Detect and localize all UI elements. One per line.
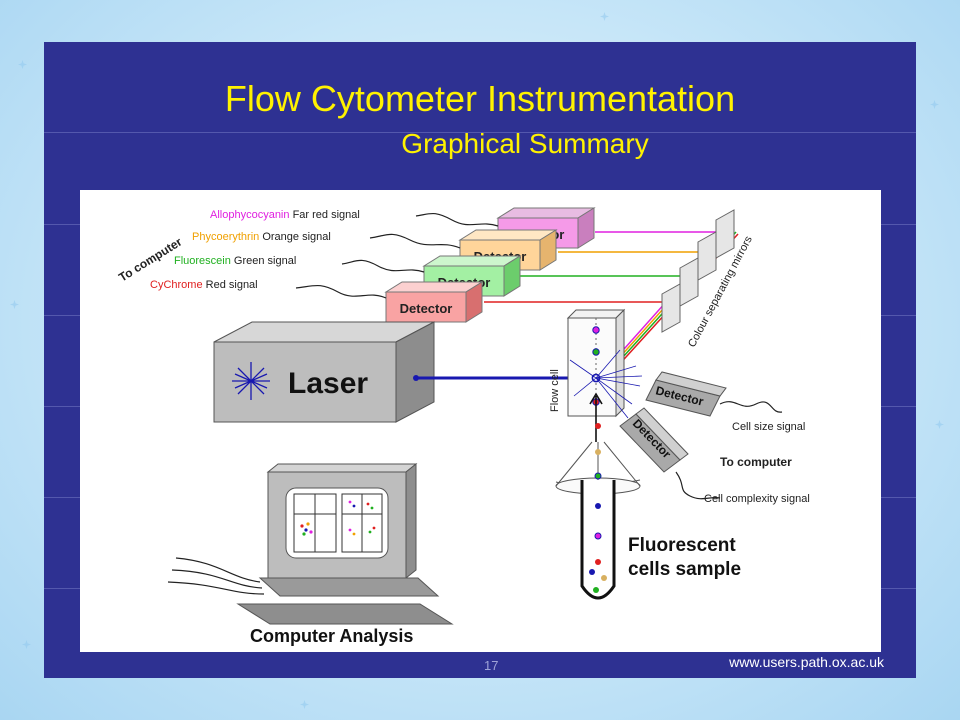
laser-label: Laser xyxy=(288,367,368,400)
cell-size-signal-label: Cell size signal xyxy=(732,421,805,433)
monitor-plots xyxy=(293,493,383,553)
slide-number: 17 xyxy=(484,658,499,673)
monitor-dots xyxy=(300,500,376,536)
to-computer-label-right: To computer xyxy=(720,455,792,469)
dye-label: Fluorescein xyxy=(174,255,231,267)
signal-beams xyxy=(484,231,728,303)
signal-labels: Allophycocyanin Far red signal Phycoeryt… xyxy=(150,209,360,291)
laser-star-icon xyxy=(232,362,270,400)
laser: Laser xyxy=(213,321,435,423)
beam-origin xyxy=(413,375,419,381)
cell-complexity-signal-label: Cell complexity signal xyxy=(704,493,810,505)
side-cables xyxy=(675,401,783,500)
slide-title: Flow Cytometer Instrumentation xyxy=(224,78,736,119)
flow-cell-label: Flow cell xyxy=(549,369,561,412)
signal-label: Green signal xyxy=(234,255,296,267)
sample-label: cells sample xyxy=(628,559,741,580)
computer-analysis-label: Computer Analysis xyxy=(250,626,413,646)
flow-cell xyxy=(566,308,626,442)
signal-label: Far red signal xyxy=(293,209,360,221)
computer-cables xyxy=(167,557,265,595)
sample-label: Fluorescent xyxy=(628,535,736,556)
dye-label: Allophycocyanin xyxy=(210,209,290,221)
signal-label: Orange signal xyxy=(262,231,331,243)
detector-red: Detector xyxy=(384,281,484,323)
detector-cables xyxy=(295,212,499,299)
dye-label: CyChrome xyxy=(150,279,203,291)
slide-panel: Flow Cytometer Instrumentation Graphical… xyxy=(44,42,916,678)
signal-label: Red signal xyxy=(206,279,258,291)
sample-tube xyxy=(580,423,616,600)
svg-text:Phycoerythrin Orange signal: Phycoerythrin Orange signal xyxy=(192,231,331,243)
svg-text:CyChrome Red signal: CyChrome Red signal xyxy=(150,279,258,291)
side-scatter-detector: Detector xyxy=(619,407,689,473)
scatter-burst xyxy=(569,349,643,419)
dye-label: Phycoerythrin xyxy=(192,231,259,243)
divider xyxy=(44,132,916,133)
flow-cytometer-diagram: Colour separating mirrors Detector Detec… xyxy=(80,190,881,652)
detector-label: Detector xyxy=(400,301,453,316)
svg-text:Allophycocyanin Far red signal: Allophycocyanin Far red signal xyxy=(210,209,360,221)
svg-text:Fluorescein Green signal: Fluorescein Green signal xyxy=(174,255,296,267)
computer xyxy=(236,462,454,625)
colour-separating-mirrors xyxy=(661,209,735,333)
source-credit: www.users.path.ox.ac.uk xyxy=(729,654,884,670)
slide-subtitle: Graphical Summary xyxy=(401,128,649,159)
forward-scatter-detector: Detector xyxy=(645,371,727,417)
